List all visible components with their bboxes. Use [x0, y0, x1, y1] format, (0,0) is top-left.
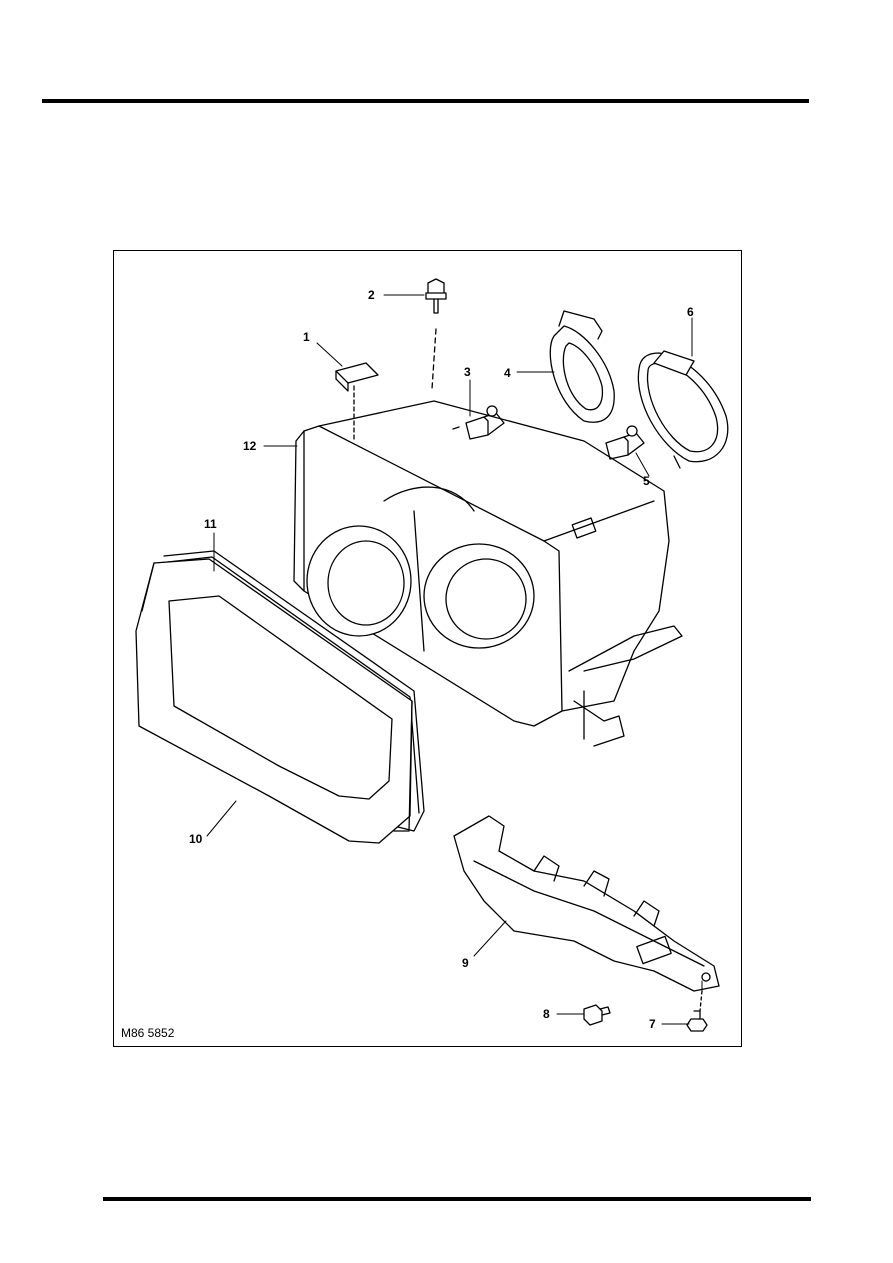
callout-2: 2 [368, 288, 375, 302]
callout-3: 3 [464, 365, 471, 379]
part-11-seal [158, 550, 425, 832]
footer-rule [103, 1197, 811, 1201]
part-8-fixing [583, 1004, 611, 1026]
callout-12: 12 [243, 439, 257, 453]
part-12-housing [293, 400, 683, 747]
figure-code: M86 5852 [121, 1026, 175, 1040]
part-2-screw [425, 278, 447, 390]
exploded-diagram-frame: 2 1 3 4 6 5 12 11 10 9 8 7 M86 5852 [113, 250, 742, 1047]
callout-10: 10 [189, 832, 203, 846]
part-5-bulb [605, 425, 645, 460]
callout-7: 7 [649, 1017, 656, 1031]
part-1-clip [335, 362, 379, 442]
part-9-bracket [453, 815, 720, 992]
callout-9: 9 [462, 956, 469, 970]
part-4-cover [549, 310, 615, 423]
part-3-bulb [452, 405, 505, 440]
part-7-screw [686, 990, 708, 1032]
headlamp-exploded-diagram [135, 278, 729, 1032]
part-10-lens [135, 558, 413, 844]
callout-4: 4 [504, 366, 511, 380]
callout-11: 11 [204, 517, 217, 531]
callout-8: 8 [543, 1007, 550, 1021]
callout-6: 6 [687, 305, 694, 319]
callout-leaders [206, 294, 703, 1025]
part-6-spring [637, 350, 729, 469]
callout-1: 1 [303, 330, 310, 344]
callout-5: 5 [643, 474, 650, 488]
header-rule [42, 99, 809, 103]
